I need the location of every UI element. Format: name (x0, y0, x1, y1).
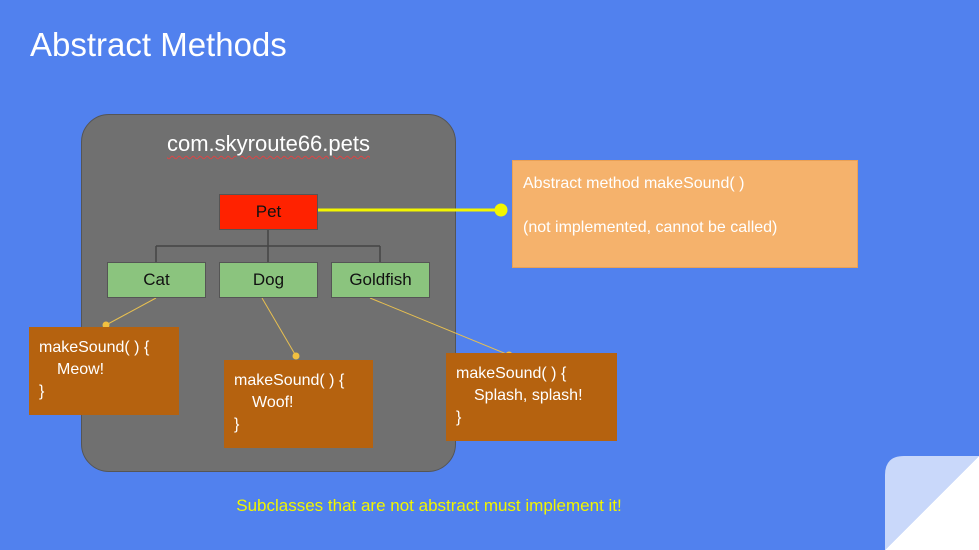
package-name: com.skyroute66.pets (167, 131, 370, 156)
note-line-1: Abstract method makeSound( ) (523, 175, 745, 192)
footer-note: Subclasses that are not abstract must im… (236, 496, 622, 515)
class-dog: Dog (219, 262, 318, 298)
code-open: makeSound( ) { (39, 339, 150, 356)
code-block-goldfish: makeSound( ) { Splash, splash! } (446, 353, 617, 441)
class-pet: Pet (219, 194, 318, 230)
code-block-dog: makeSound( ) { Woof! } (224, 360, 373, 448)
code-body: Meow! (57, 361, 105, 378)
code-close: } (456, 409, 462, 426)
code-close: } (39, 383, 45, 400)
code-close: } (234, 416, 240, 433)
code-block-cat: makeSound( ) { Meow! } (29, 327, 179, 415)
code-open: makeSound( ) { (456, 365, 567, 382)
slide-title: Abstract Methods (30, 26, 287, 63)
note-connector-dot (494, 203, 508, 217)
note-line-2: (not implemented, cannot be called) (523, 219, 778, 236)
code-connectors (105, 297, 510, 357)
hierarchy-lines (155, 230, 381, 262)
code-body: Woof! (252, 394, 294, 411)
abstract-method-note: Abstract method makeSound( ) (not implem… (512, 160, 858, 268)
code-open: makeSound( ) { (234, 372, 345, 389)
package-label: com.skyroute66.pets (81, 131, 456, 157)
code-body: Splash, splash! (474, 387, 583, 404)
class-cat: Cat (107, 262, 206, 298)
class-goldfish: Goldfish (331, 262, 430, 298)
